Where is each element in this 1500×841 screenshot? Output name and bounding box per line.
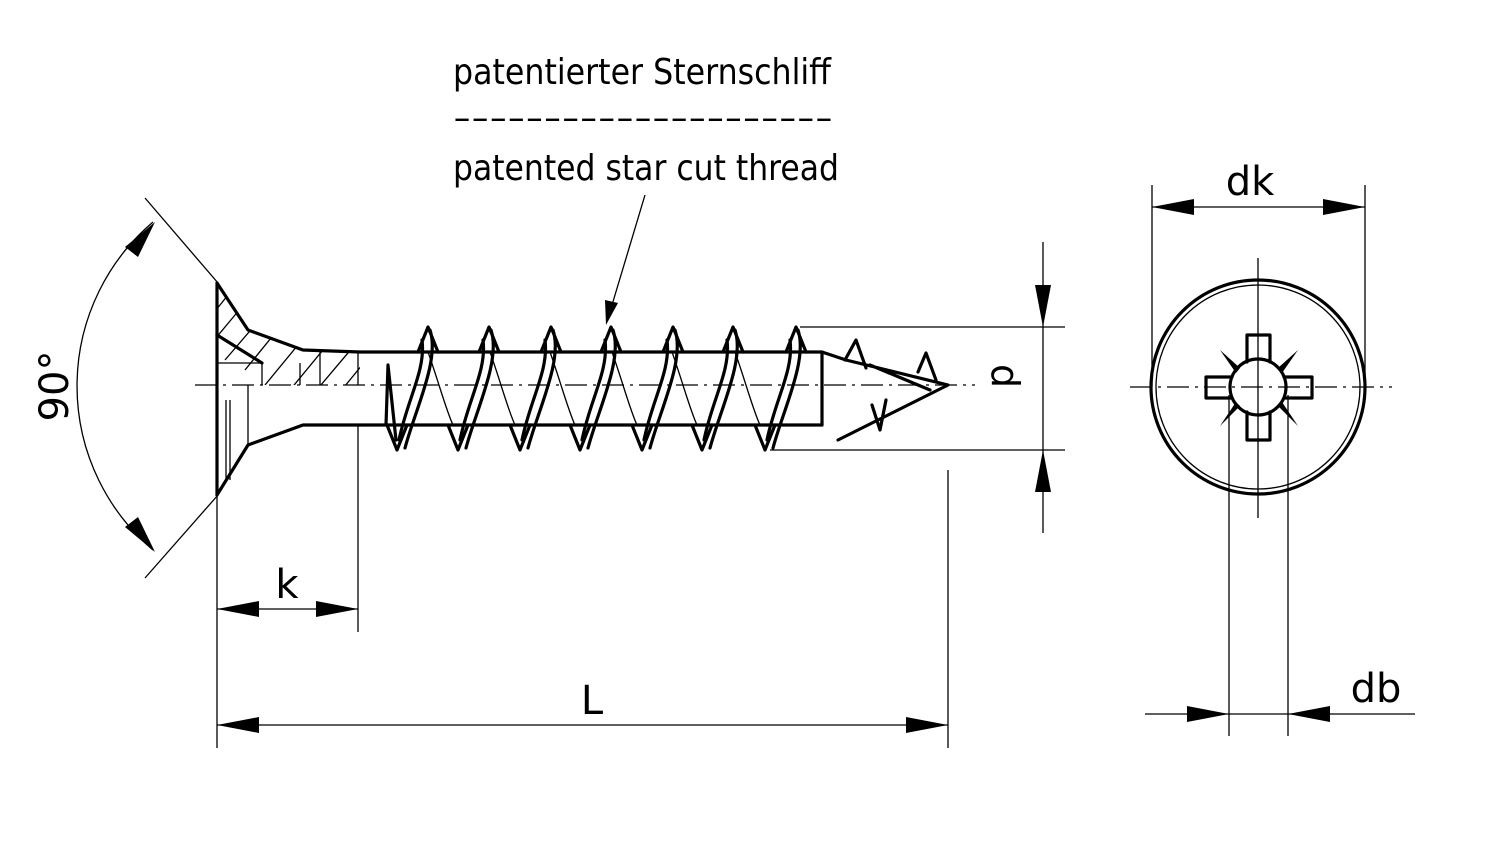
dimension-k: k xyxy=(216,425,359,748)
annotation-german: patentierter Sternschliff xyxy=(453,52,832,93)
label-90-degrees: 90° xyxy=(32,351,78,422)
label-k: k xyxy=(275,562,299,608)
thread-back-edge xyxy=(734,351,761,426)
thread-flight xyxy=(630,325,685,452)
label-d: d xyxy=(983,364,1027,388)
dimension-dk: dk xyxy=(1151,159,1366,387)
dimension-L: L xyxy=(217,470,949,748)
screw-head-top-view xyxy=(1130,258,1392,518)
head-inner-edge xyxy=(215,333,264,365)
thread-flight xyxy=(753,325,808,452)
tip-thread-flight xyxy=(384,338,938,442)
dimension-db: db xyxy=(1145,395,1415,736)
section-hatching xyxy=(217,283,360,385)
screw-side-view xyxy=(195,281,1065,497)
thread-flight xyxy=(385,325,440,452)
label-db: db xyxy=(1351,666,1402,712)
thread-back-edge xyxy=(427,351,454,426)
thread-back-edge xyxy=(671,351,698,426)
annotation-english: patented star cut thread xyxy=(453,148,839,189)
leader-arrowhead xyxy=(605,300,618,325)
thread-annotation: patentierter Sternschliff --------------… xyxy=(453,52,839,325)
leader-line xyxy=(611,194,646,306)
thread-flight xyxy=(508,325,563,452)
thread-back-edge xyxy=(489,351,516,426)
thread-back-edge xyxy=(549,351,576,426)
dimension-angle: 90° xyxy=(32,197,219,579)
label-dk: dk xyxy=(1226,159,1275,205)
annotation-separator: --------------------- xyxy=(453,101,833,136)
thread-back-edge xyxy=(611,351,638,426)
thread-flight xyxy=(446,325,501,452)
thread-flight xyxy=(690,325,745,452)
dimension-d: d xyxy=(983,242,1051,533)
thread-flight xyxy=(568,325,623,452)
screw-head xyxy=(215,281,362,497)
threads xyxy=(384,325,938,452)
tip xyxy=(820,350,950,442)
label-L: L xyxy=(581,678,604,724)
